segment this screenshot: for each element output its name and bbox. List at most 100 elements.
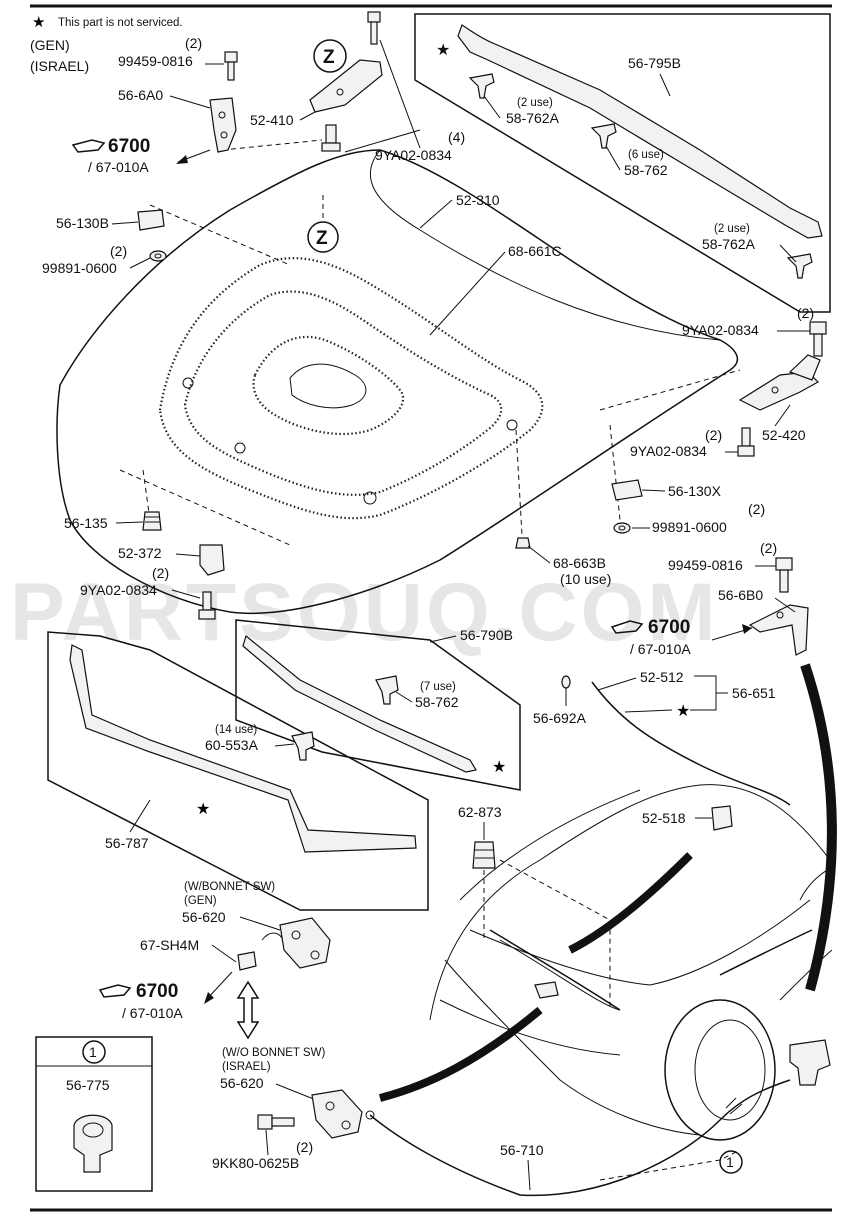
leader-line <box>129 799 151 833</box>
label-56-795b: 56-795B <box>628 55 681 71</box>
insulator-hole <box>363 491 377 505</box>
leader-line <box>597 677 637 691</box>
watermark: PARTSOUQ.COM <box>10 567 719 658</box>
label-israel-2: (ISRAEL) <box>222 1061 271 1073</box>
label-56-6b0: 56-6B0 <box>718 587 763 603</box>
label-56-620-a: 56-620 <box>182 909 226 925</box>
hinge-icon <box>738 354 821 411</box>
star-icon: ★ <box>32 13 45 31</box>
leader-line <box>274 743 295 747</box>
insulator-center-emboss <box>289 363 367 409</box>
label-56-787: 56-787 <box>105 835 149 851</box>
callout-1-circle <box>82 1040 106 1064</box>
callout-z-top <box>313 39 347 73</box>
arrow-head-icon <box>204 992 214 1004</box>
leader-line <box>527 545 551 564</box>
callout-1-text: 1 <box>89 1044 97 1060</box>
qty-9ya02-0834-c: (2) <box>705 427 722 443</box>
qty-99459-0816-b: (2) <box>760 540 777 556</box>
ref-67-010a-b[interactable]: / 67-010A <box>630 641 691 657</box>
label-56-130x: 56-130X <box>668 483 722 499</box>
nut-icon <box>149 250 167 262</box>
arrow-head-icon <box>176 155 188 164</box>
guide-line <box>119 469 291 546</box>
box-56-795b <box>414 13 831 313</box>
label-68-663b: 68-663B <box>553 555 606 571</box>
bolt-icon <box>367 11 381 45</box>
label-99459-0816-a: 99459-0816 <box>118 53 193 69</box>
grommet-icon <box>561 675 571 689</box>
ref-6700-c[interactable]: 6700 <box>136 981 178 1002</box>
insulator-center <box>252 335 405 436</box>
label-67-sh4m: 67-SH4M <box>140 937 199 953</box>
lock-assembly-icon <box>311 1089 363 1139</box>
clip-icon <box>291 731 315 761</box>
pointing-hand-icon <box>98 984 132 998</box>
bolt-icon <box>809 321 827 357</box>
label-56-710: 56-710 <box>500 1142 544 1158</box>
label-52-410: 52-410 <box>250 112 294 128</box>
clip-icon <box>468 73 495 99</box>
qty-99459-0816-a: (2) <box>185 35 202 51</box>
leader-line <box>379 39 421 149</box>
label-56-620-b: 56-620 <box>220 1075 264 1091</box>
guide-line <box>599 369 741 411</box>
leader-line <box>779 244 797 263</box>
leader-line <box>395 691 413 703</box>
seal-strip-56-787 <box>69 644 417 853</box>
label-58-762-a: 58-762 <box>624 162 668 178</box>
ref-67-010a-c[interactable]: / 67-010A <box>122 1005 183 1021</box>
cable-clip-icon <box>725 1097 743 1115</box>
connector-icon <box>711 805 733 831</box>
callout-box-1 <box>35 1036 153 1192</box>
ref-6700-a[interactable]: 6700 <box>108 136 150 157</box>
leader-line <box>641 489 666 492</box>
ref-6700-b[interactable]: 6700 <box>648 617 690 638</box>
callout-z-center-text: Z <box>316 228 328 249</box>
bracket-icon <box>199 544 225 576</box>
leader-line <box>129 257 151 269</box>
cable-routing <box>489 929 621 1011</box>
callout-1-circle-b <box>719 1150 743 1174</box>
pointing-hand-icon <box>71 139 106 153</box>
guide-line <box>609 424 621 521</box>
label-9ya02-0834-d: 9YA02-0834 <box>80 582 157 598</box>
cable-52-512 <box>591 681 791 806</box>
arrow-head-icon <box>742 624 752 634</box>
star-icon: ★ <box>492 757 506 776</box>
label-9ya02-0834-a: 9YA02-0834 <box>375 147 452 163</box>
leader-line <box>175 553 201 557</box>
leader-line <box>344 129 421 153</box>
leader-line <box>169 95 211 109</box>
qty-60-553a: (14 use) <box>215 724 257 736</box>
bolt-icon <box>321 124 341 152</box>
leader-line <box>774 404 791 427</box>
star-icon: ★ <box>676 701 690 720</box>
double-arrow-icon <box>236 980 260 1040</box>
label-56-130b: 56-130B <box>56 215 109 231</box>
guide-line <box>149 204 291 266</box>
clip-icon <box>590 123 617 149</box>
qty-9ya02-0834-b: (2) <box>797 305 814 321</box>
ref-67-010a-a[interactable]: / 67-010A <box>88 159 149 175</box>
qty-58-762-b: (7 use) <box>420 681 456 693</box>
section-arc <box>378 1006 543 1102</box>
insulator-hole <box>234 442 246 454</box>
section-arc <box>800 663 837 992</box>
label-56-6a0: 56-6A0 <box>118 87 163 103</box>
bonnet-panel <box>56 149 739 615</box>
leader-line <box>299 111 316 121</box>
label-99459-0816-b: 99459-0816 <box>668 557 743 573</box>
lock-assembly-icon <box>261 917 331 969</box>
leader-line <box>605 145 621 171</box>
qty-9ya02-0834-a: (4) <box>448 129 465 145</box>
hinge-icon <box>209 97 237 153</box>
label-56-775: 56-775 <box>66 1077 110 1093</box>
leader-line <box>624 709 673 713</box>
bumper-icon <box>142 511 162 531</box>
leader-line <box>211 944 237 963</box>
seal-strip-56-790b <box>242 634 477 773</box>
label-52-310: 52-310 <box>456 192 500 208</box>
pad-icon <box>137 209 165 231</box>
hinge-icon <box>748 604 809 656</box>
